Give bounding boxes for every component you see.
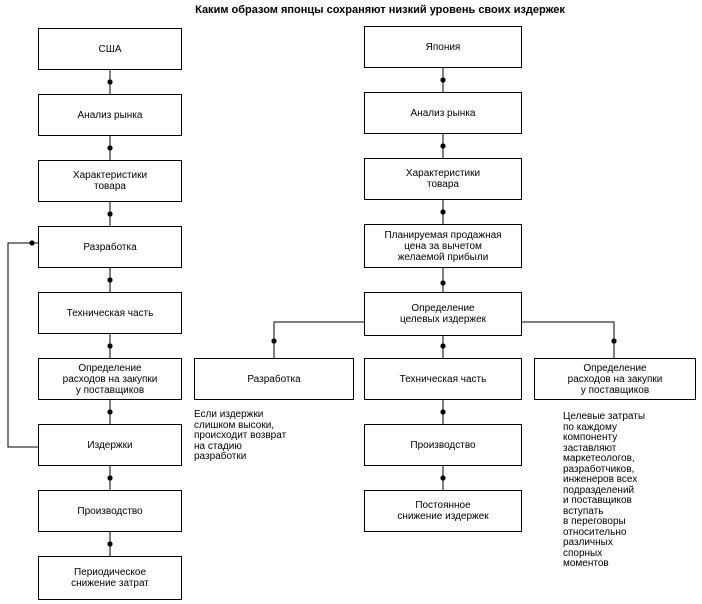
usa-market-analysis-box: Анализ рынка: [38, 94, 182, 136]
japan-target-costs-box: Определение целевых издержек: [364, 292, 522, 336]
diagram-title: Каким образом японцы сохраняют низкий ур…: [195, 4, 565, 16]
japan-header-box: Япония: [364, 26, 522, 68]
development-return-note: Если издержки слишком высоки, происходит…: [194, 409, 287, 462]
japan-purchasing-costs-box: Определение расходов на закупки у постав…: [534, 358, 696, 400]
usa-development-box: Разработка: [38, 226, 182, 268]
usa-periodic-reduction-box: Периодическое снижение затрат: [38, 556, 182, 600]
usa-purchasing-costs-box: Определение расходов на закупки у постав…: [38, 358, 182, 400]
usa-header-box: США: [38, 28, 182, 70]
japan-technical-part-box: Техническая часть: [364, 358, 522, 400]
usa-product-characteristics-box: Характеристики товара: [38, 160, 182, 202]
japan-development-box: Разработка: [194, 358, 354, 400]
target-costs-note: Целевые затраты по каждому компоненту за…: [563, 411, 646, 569]
usa-costs-box: Издержки: [38, 424, 182, 466]
japan-product-characteristics-box: Характеристики товара: [364, 158, 522, 200]
usa-technical-part-box: Техническая часть: [38, 292, 182, 334]
usa-production-box: Производство: [38, 490, 182, 532]
japan-continuous-reduction-box: Постоянное снижение издержек: [364, 490, 522, 532]
japan-production-box: Производство: [364, 424, 522, 466]
japan-planned-price-box: Планируемая продажная цена за вычетом же…: [364, 224, 522, 268]
japan-market-analysis-box: Анализ рынка: [364, 92, 522, 134]
